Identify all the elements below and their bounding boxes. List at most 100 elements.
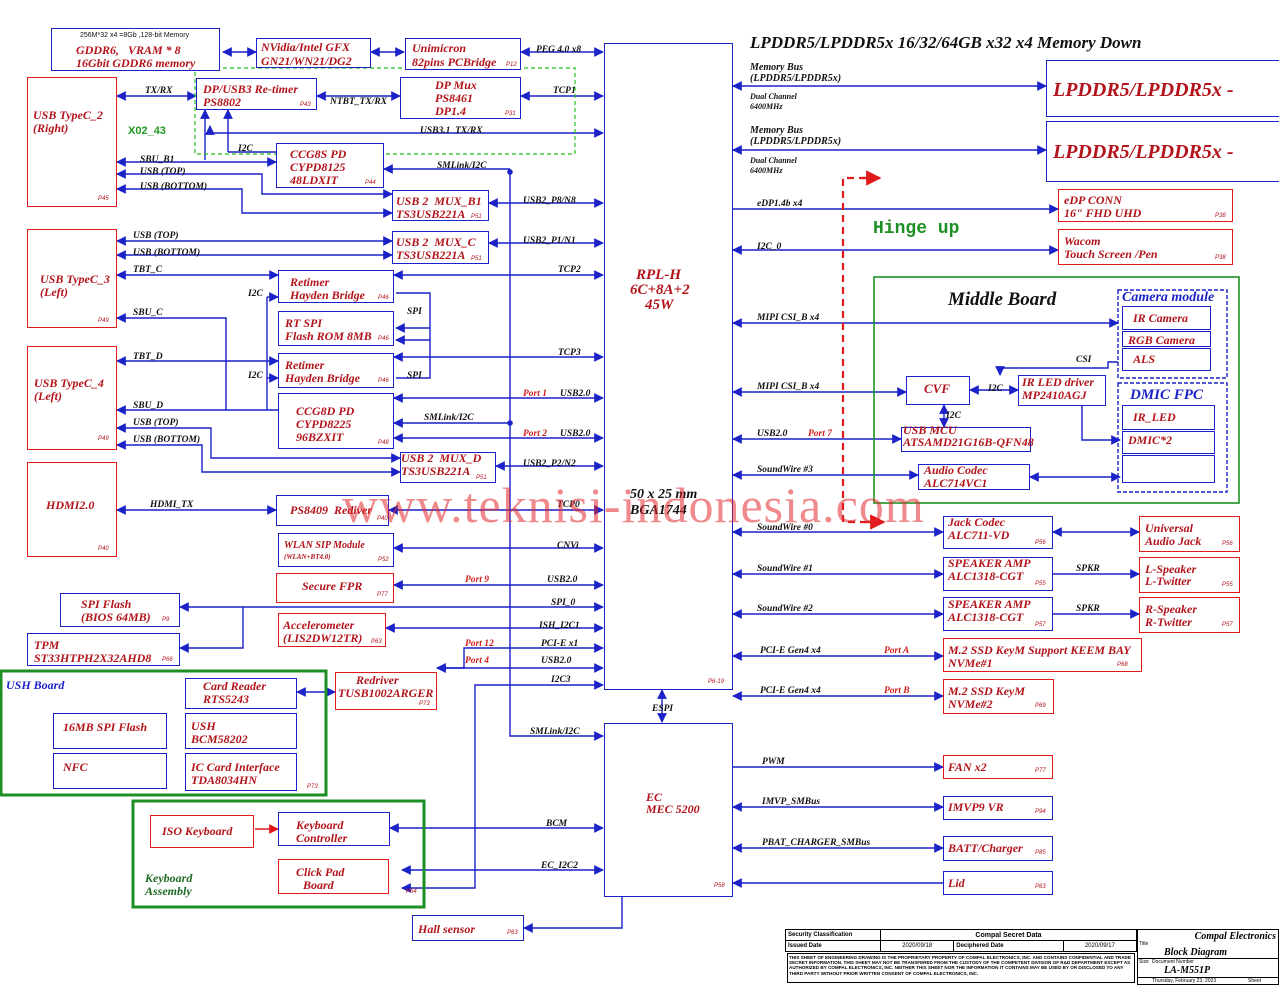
tb-right: Compal Electronics Title Block Diagram S… [1137, 929, 1279, 985]
ic-card-box [185, 753, 297, 791]
wacom-box [1058, 229, 1233, 265]
jack-line2: ALC711-VD [948, 528, 1010, 542]
spkR-page: P57 [1222, 622, 1233, 628]
cpu-package-size: 50 x 25 mm [630, 487, 698, 502]
imvp-label: IMVP9 VR [948, 800, 1004, 814]
sig-usb20-1: USB2.0 [560, 389, 591, 399]
unimicron-line1: Unimicron [412, 41, 467, 55]
retimer-line1: DP/USB3 Re-timer [203, 82, 298, 96]
dmic-fpc-title: DMIC FPC [1130, 387, 1203, 403]
ps8409-box [276, 495, 389, 526]
sig-port7: Port 7 [808, 429, 833, 439]
sig-usbtop-1: USB (TOP) [140, 167, 186, 177]
ir-led-box [1122, 405, 1215, 430]
wacom-page: P38 [1215, 255, 1226, 261]
sig-usbtop-2: USB (TOP) [133, 231, 179, 241]
rgb-camera-label: RGB Camera [1128, 333, 1196, 347]
rtspi-line2: Flash ROM 8MB [285, 329, 372, 343]
sig-tcp0: TCP0 [557, 500, 580, 510]
sig-i2c-cvf: I2C [988, 384, 1003, 394]
usbc3-line1: USB TypeC_3 [40, 272, 110, 286]
lpddr5-ch1-label: LPDDR5/LPDDR5x - [1053, 79, 1234, 101]
sig-sw0: SoundWire #0 [757, 523, 813, 533]
gddr6-line1: GDDR6, VRAM * 8 [76, 43, 181, 57]
batt-page: P85 [1035, 850, 1046, 856]
cpu-tdp: 45W [645, 297, 674, 313]
wacom-line1: Wacom [1064, 234, 1101, 248]
ccg8s-page: P44 [365, 180, 376, 186]
ccg8s-line2: CYPD8125 [290, 160, 346, 174]
usb-typec-3-box [27, 229, 117, 328]
hdmi-page: P40 [98, 546, 109, 552]
usbc3-page: P49 [98, 318, 109, 324]
kb-asm-line2: Assembly [145, 884, 192, 898]
usb-typec-2-box [27, 77, 117, 207]
ir-camera-box [1122, 306, 1211, 330]
sig-tbtd: TBT_D [133, 352, 163, 362]
mcu-line1: USB MCU [903, 423, 957, 437]
tb-size-label: Size [1139, 959, 1149, 965]
kc-line1: Keyboard [296, 818, 344, 832]
cpu-cores: 6C+8A+2 [630, 282, 690, 298]
imvp-box [943, 796, 1053, 820]
tb-date: Thursday, February 23, 2023 [1152, 978, 1217, 984]
redriver-box [335, 672, 437, 710]
tb-sheet: Sheet [1248, 978, 1262, 984]
sig-sbub1: SBU_B1 [140, 155, 175, 165]
membus2: Memory Bus [750, 125, 804, 136]
cp-line1: Click Pad [296, 865, 345, 879]
ccg8s-line3: 48LDXIT [290, 173, 338, 187]
sig-tbtc: TBT_C [133, 265, 163, 275]
hb2-line1: Retimer [285, 358, 325, 372]
tb-deciph-value: 2020/09/17 [1062, 940, 1138, 952]
tb-issued-label: Issued Date [785, 940, 881, 952]
middle-board-title: Middle Board [948, 289, 1057, 310]
muxc-page: P51 [471, 256, 482, 262]
ampR-page: P57 [1035, 622, 1046, 628]
ampL-page: P55 [1035, 581, 1046, 587]
sig-mipi2: MIPI CSI_B x4 [757, 382, 820, 392]
sig-edp14: eDP1.4b x4 [757, 199, 803, 209]
spkR-line1: R-Speaker [1145, 602, 1197, 616]
irled-line1: IR LED driver [1022, 375, 1094, 389]
sig-usb2p8: USB2_P8/N8 [523, 196, 576, 206]
sig-usb2p1: USB2_P1/N1 [523, 236, 576, 246]
uaj-line2: Audio Jack [1145, 534, 1202, 548]
rt-spi-box [278, 311, 394, 346]
sig-spkr-2: SPKR [1076, 604, 1100, 614]
sig-port12: Port 12 [465, 639, 494, 649]
sig-ec-i2c2: EC_I2C2 [541, 861, 578, 871]
usbc2-page: P45 [98, 196, 109, 202]
usb2-mux-c-box [392, 231, 489, 264]
sig-cnvi: CNVi [557, 541, 579, 551]
sig-portB: Port B [884, 686, 910, 696]
tb-sec-label: Security Classification [785, 929, 881, 941]
cpu-block [604, 43, 733, 690]
sig-usbbot-2: USB (BOTTOM) [133, 248, 201, 258]
als-box [1122, 348, 1211, 371]
sig-usb20-5: USB2.0 [757, 429, 788, 439]
gddr6-note: 256M*32 x4 =8Gb ,128-bit Memory [80, 32, 190, 39]
hinge-label: Hinge up [873, 219, 960, 239]
sig-port1: Port 1 [523, 389, 548, 399]
usbc2-line2: (Right) [33, 121, 69, 135]
cvf-label: CVF [924, 381, 951, 396]
sig-hdmitx: HDMI_TX [150, 500, 194, 510]
camera-module-title: Camera module [1122, 290, 1215, 305]
sig-x02: X02_43 [128, 125, 166, 137]
ccg8d-line3: 96BZXIT [296, 430, 344, 444]
audio-codec-box [918, 464, 1030, 490]
sig-usb20-2: USB2.0 [560, 429, 591, 439]
unimicron-page: P12 [506, 62, 517, 68]
als-label: ALS [1133, 352, 1156, 366]
ssd2-page: P69 [1035, 703, 1046, 709]
spkL-page: P55 [1222, 582, 1233, 588]
hayden-bridge-2-box [278, 353, 394, 388]
sig-txrx: TX/RX [145, 86, 173, 96]
sig-bcm: BCM [546, 819, 568, 829]
spiflash-page: P9 [162, 617, 170, 623]
tb-issued-value: 2020/09/18 [879, 940, 955, 952]
ir-led-label: IR_LED [1133, 410, 1176, 424]
hb1-line1: Retimer [290, 275, 330, 289]
